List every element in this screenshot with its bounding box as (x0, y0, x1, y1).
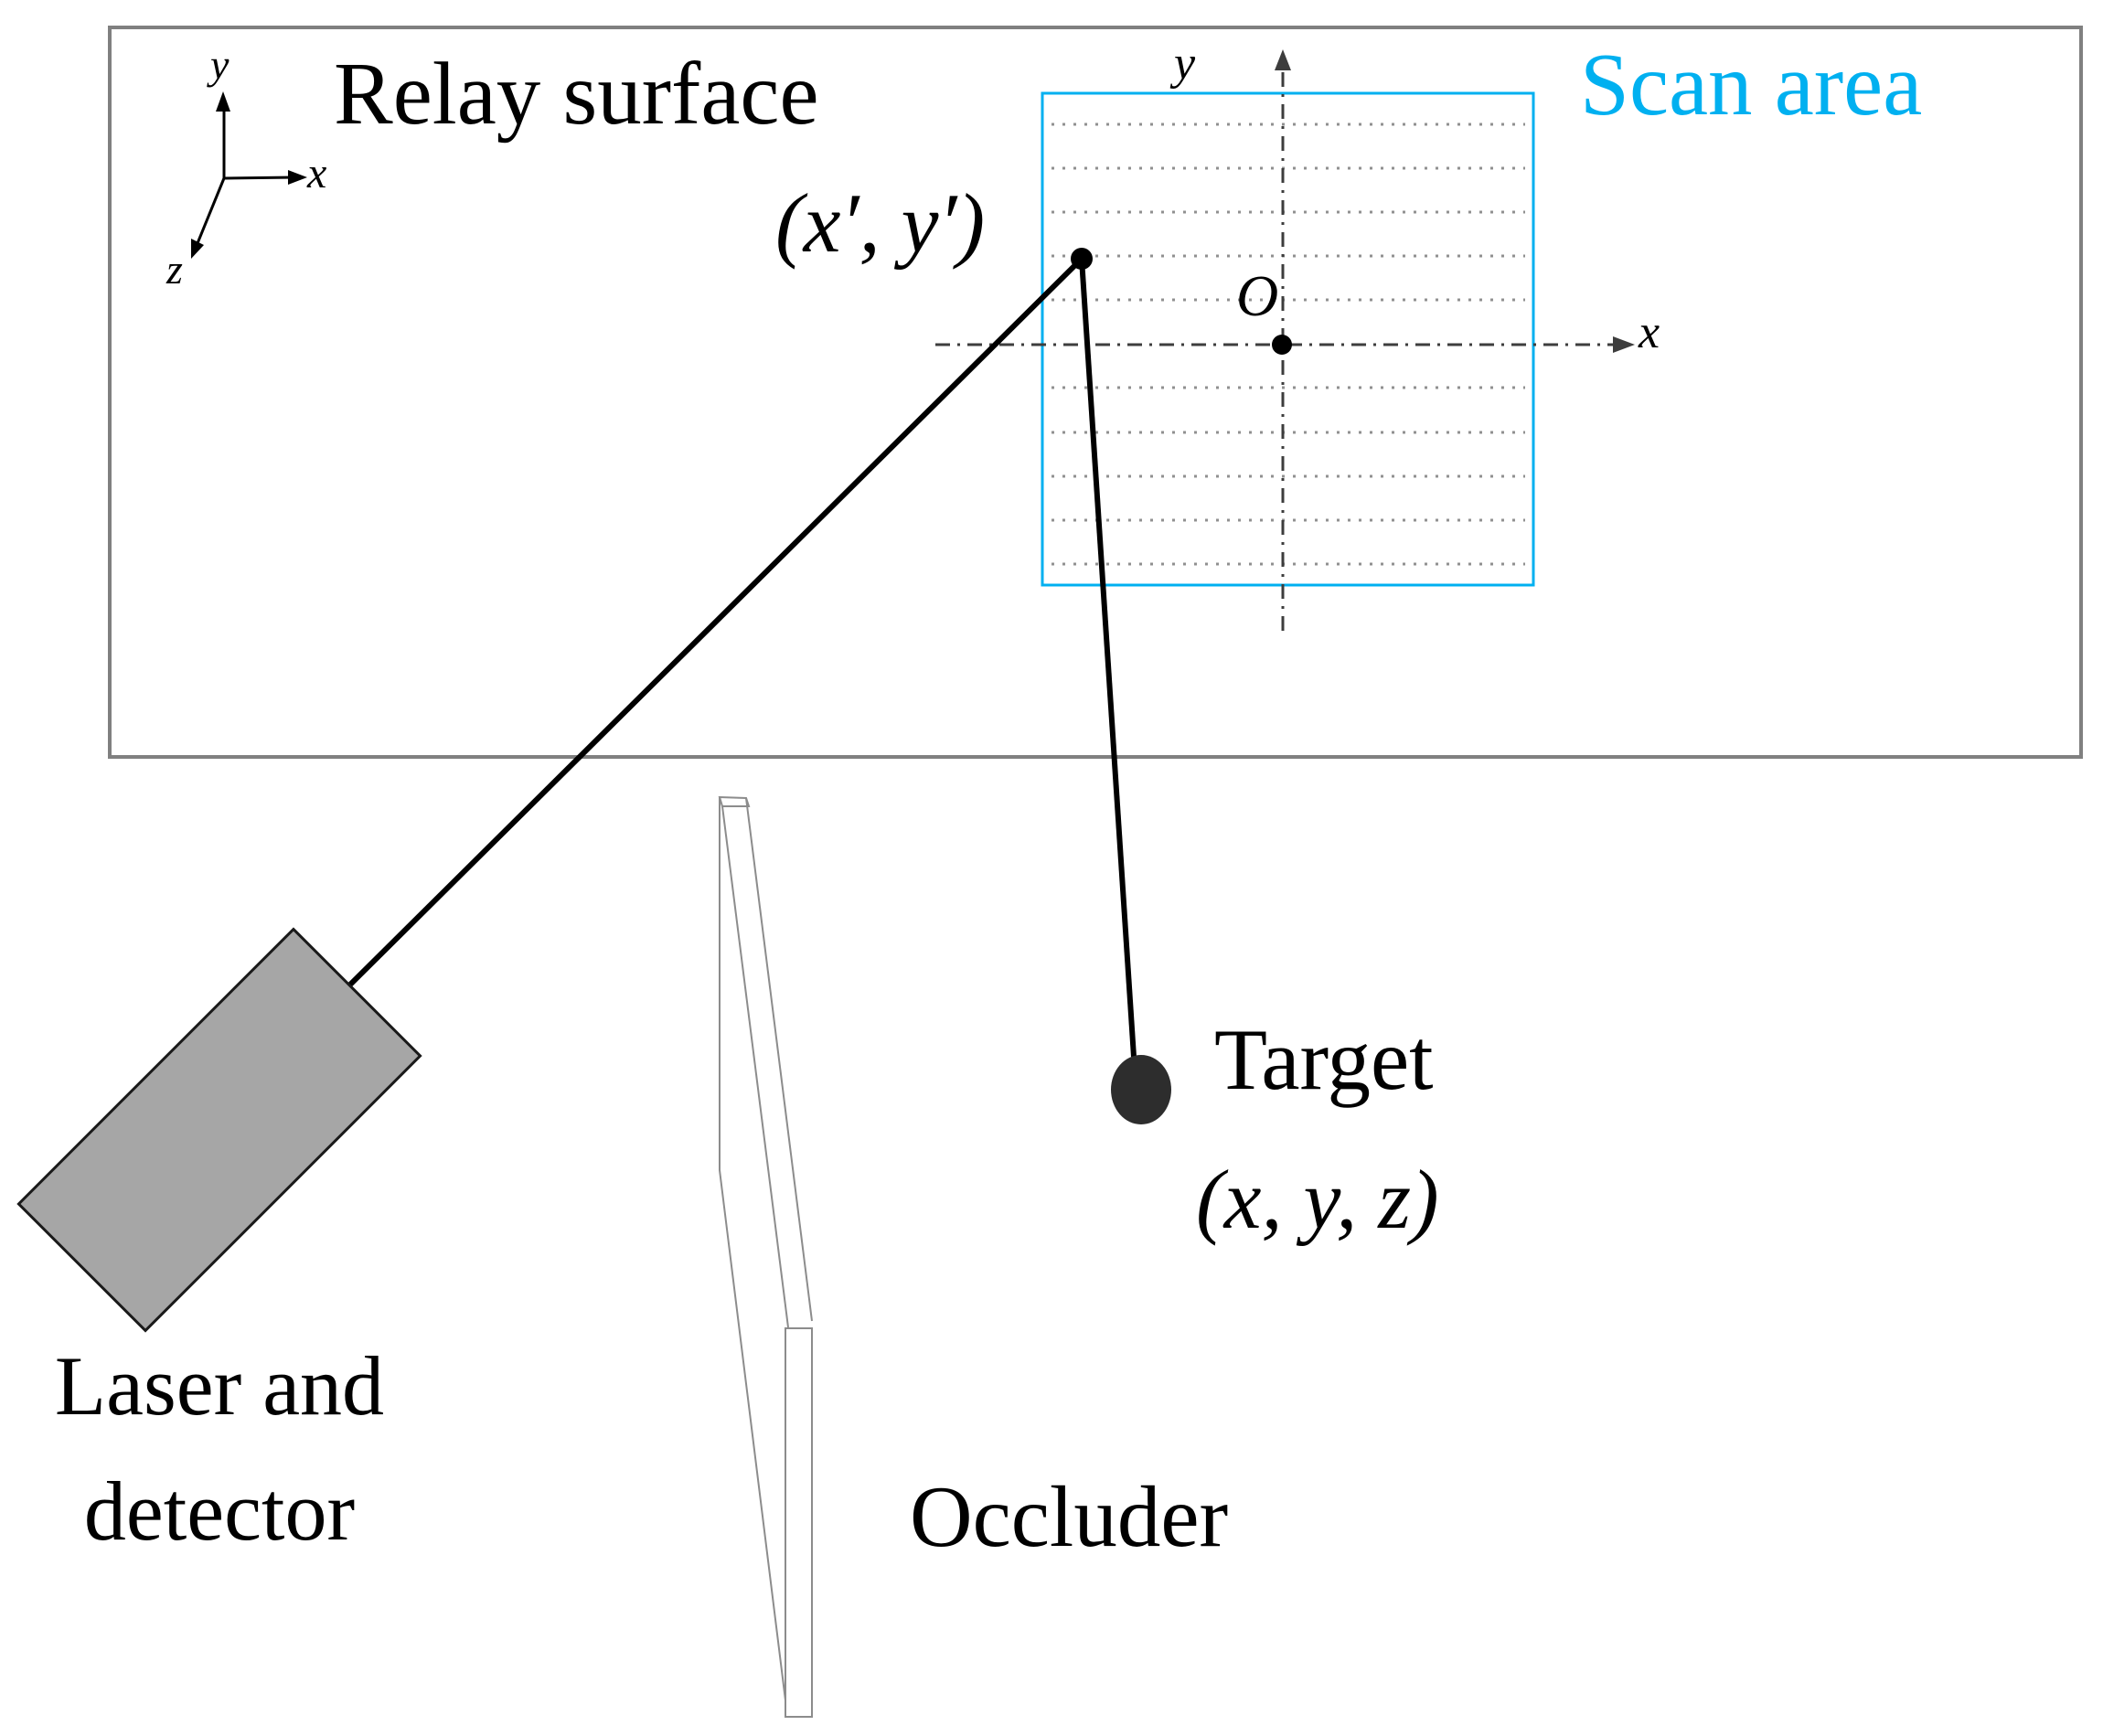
beam-to-laser-line (347, 256, 1084, 987)
origin-label: O (1236, 263, 1279, 328)
triad-z-label: z (166, 246, 183, 293)
scan-point-coords-label: (x′, y′) (775, 176, 986, 270)
scan-area-label: Scan area (1580, 36, 1923, 133)
occluder-mid-edge (721, 805, 789, 1328)
scan-y-axis-arrowhead-icon (1275, 49, 1291, 70)
laser-detector-label-line2: detector (83, 1464, 356, 1559)
occluder-top-face (718, 795, 751, 807)
triad-y-label: y (210, 41, 230, 88)
occluder-label: Occluder (910, 1468, 1229, 1565)
target-label: Target (1214, 1011, 1434, 1108)
laser-detector-label: Laser and detector (18, 1324, 421, 1574)
triad-x-label: x (307, 149, 327, 197)
target-dot (1111, 1055, 1171, 1124)
triad-x-arrowhead-icon (288, 170, 307, 185)
triad-z-arrowhead-icon (191, 239, 204, 259)
scan-area-rect (1041, 91, 1535, 587)
relay-surface-rect (108, 26, 2083, 759)
scan-point (1071, 248, 1093, 270)
origin-point (1272, 335, 1292, 355)
beam-to-target-line (1079, 258, 1137, 1058)
triad-z-axis (194, 177, 226, 249)
coordinate-triad (191, 91, 307, 259)
triad-y-arrowhead-icon (216, 91, 230, 112)
relay-surface-label: Relay surface (334, 45, 819, 143)
occluder-shape (718, 795, 813, 1718)
triad-x-axis (223, 176, 295, 180)
scan-x-axis-arrowhead-icon (1613, 336, 1635, 353)
scan-x-axis-label: x (1639, 306, 1660, 358)
target-coords-label: (x, y, z) (1196, 1153, 1439, 1246)
occluder-left-edge (719, 797, 786, 1701)
laser-detector-label-line1: Laser and (54, 1339, 385, 1432)
occluder-right-edge (745, 797, 813, 1322)
occluder-bottom-face (785, 1327, 813, 1718)
laser-detector-box (16, 927, 422, 1333)
scan-y-axis-label: y (1174, 37, 1196, 90)
